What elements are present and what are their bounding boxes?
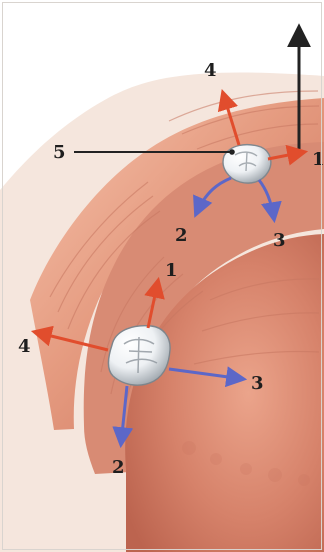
label-one-upper: 1 <box>312 149 324 170</box>
label-five: 5 <box>53 142 66 163</box>
label-four-upper: 4 <box>204 60 217 81</box>
label-four-lower: 4 <box>18 336 31 357</box>
label-two-upper: 2 <box>175 225 188 246</box>
label-three-lower: 3 <box>251 373 264 394</box>
label-two-lower: 2 <box>112 457 125 478</box>
label-three-upper: 3 <box>273 230 286 251</box>
lower-molar-group <box>108 326 170 385</box>
label-five-dot <box>229 149 235 155</box>
label-one-lower: 1 <box>165 260 178 281</box>
